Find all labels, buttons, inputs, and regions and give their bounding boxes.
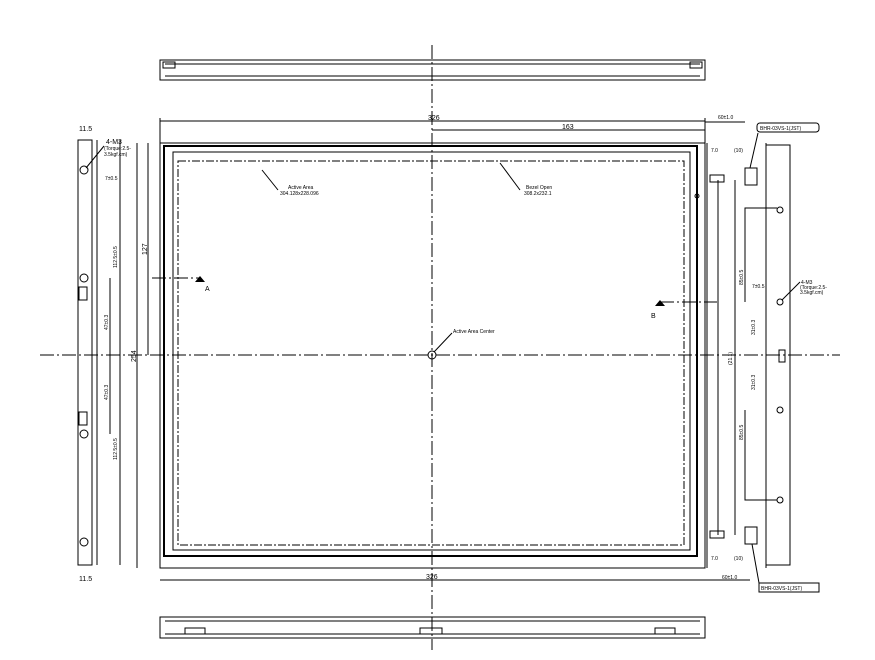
dim-half-height: 127 [142, 243, 149, 255]
section-b-arrow [655, 300, 665, 306]
dim-connector-offset-top: 7.0 [711, 148, 718, 154]
dim-left-upper-span: 112.5±0.5 [113, 246, 119, 268]
dim-right-upper-span: 85±0.5 [739, 270, 745, 285]
dim-left-thickness-top: 11.5 [79, 126, 92, 133]
right-side-view [706, 143, 791, 568]
screw-hole [79, 537, 89, 547]
dim-right-depth-bottom: 60±1.0 [722, 575, 737, 581]
left-torque-line2: 3.5kgf.cm) [104, 152, 128, 158]
screw-hole [79, 429, 89, 439]
active-area-label: Active Area [288, 185, 314, 191]
left-torque-line1: (Torque:2.5- [104, 146, 131, 152]
bezel-open-size: 308.2x232.1 [524, 191, 552, 197]
active-area-outline [177, 160, 685, 546]
dim-overall-width-top: 326 [428, 115, 440, 122]
dim-left-upper-pitch: 47±0.3 [104, 315, 110, 330]
top-side-view [159, 59, 706, 81]
dim-right-mount-offset: 7±0.5 [752, 284, 765, 290]
right-torque-line1: (Torque:2.5- [800, 285, 827, 291]
left-side-view [77, 139, 121, 566]
dim-overall-width-bottom: 326 [426, 574, 438, 581]
left-screw-callout: 4-M3 [106, 139, 122, 146]
right-screw-callout: 4-M3 [801, 280, 813, 286]
dim-right-upper-pitch: 31±0.3 [751, 320, 757, 335]
connector-top [744, 167, 758, 186]
bezel-open-label: Bezel Open [526, 185, 552, 191]
dim-connector-len-top: (10) [734, 148, 743, 154]
section-a-label: A [205, 286, 210, 293]
dim-left-mount-offset: 7±0.5 [105, 176, 118, 182]
dim-connector-len-bottom: (10) [734, 556, 743, 562]
dim-overall-height: 254 [131, 350, 138, 362]
dim-right-inner-width: (21.1) [728, 352, 734, 365]
dim-right-lower-pitch: 31±0.3 [751, 375, 757, 390]
front-view [159, 142, 706, 569]
active-area-size: 304.128x228.096 [280, 191, 319, 197]
dim-left-lower-span: 112.5±0.5 [113, 438, 119, 460]
screw-hole [79, 273, 89, 283]
screw-hole [79, 165, 89, 175]
connector-bottom-label: BHR-03VS-1(JST) [761, 586, 802, 592]
section-a-arrow [195, 276, 205, 282]
connector-bottom [744, 526, 758, 545]
right-torque-line2: 3.5kgf.cm) [800, 290, 824, 296]
active-area-center-mark [427, 350, 437, 360]
dim-left-thickness-bottom: 11.5 [79, 576, 92, 583]
dim-connector-offset-bottom: 7.0 [711, 556, 718, 562]
section-b-label: B [651, 313, 656, 320]
active-area-center-label: Active Area Center [453, 329, 495, 335]
dim-right-depth-top: 60±1.0 [718, 115, 733, 121]
bottom-side-view [159, 616, 706, 639]
connector-top-label: BHR-03VS-1(JST) [760, 126, 801, 132]
dim-right-lower-span: 85±0.5 [739, 425, 745, 440]
dim-left-lower-pitch: 47±0.3 [104, 385, 110, 400]
dim-half-width: 163 [562, 124, 574, 131]
